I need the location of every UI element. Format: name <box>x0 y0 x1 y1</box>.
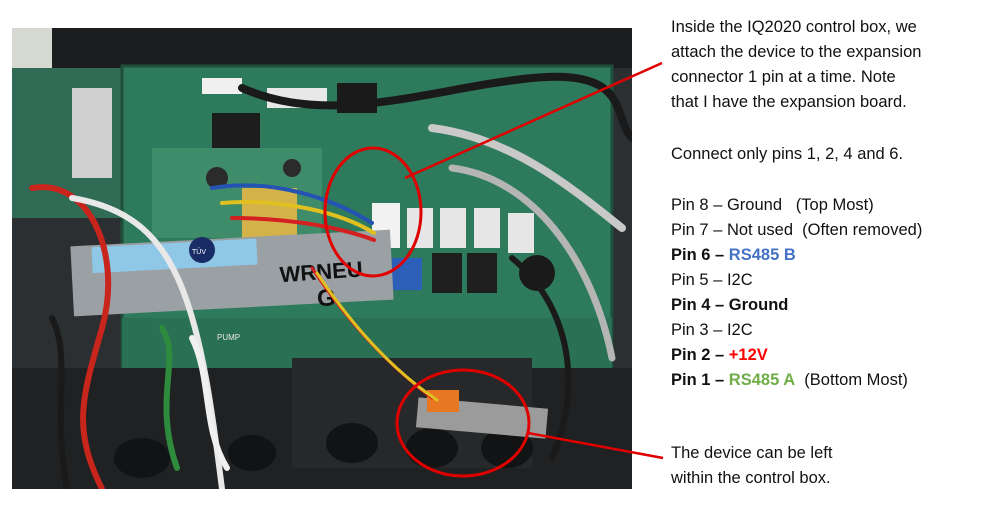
pin-row-8: Pin 8 – Ground (Top Most) <box>671 193 922 218</box>
relay-2 <box>467 253 497 293</box>
pin-label: Pin 4 <box>671 296 711 314</box>
intro-line: that I have the expansion board. <box>671 93 907 111</box>
pin-dash: – <box>710 296 729 314</box>
pin-signal: Ground <box>726 196 783 214</box>
knockout-4 <box>114 438 170 478</box>
header-top-2 <box>202 78 242 94</box>
knockout-5 <box>228 435 276 471</box>
chip-1 <box>212 113 260 153</box>
pin-row-6: Pin 6 – RS485 B <box>671 243 922 268</box>
capacitor-2 <box>283 159 301 177</box>
relay-blue <box>392 258 422 290</box>
footer-note: The device can be left within the contro… <box>671 441 832 491</box>
housing-top-rim <box>12 28 632 68</box>
pin-signal: I2C <box>726 321 753 339</box>
pin-label: Pin 3 <box>671 321 709 339</box>
wire-green-1 <box>159 325 180 471</box>
pin-list: Pin 8 – Ground (Top Most) Pin 7 – Not us… <box>671 193 922 393</box>
pin-dash: – <box>708 271 727 289</box>
capacitor-1 <box>206 167 228 189</box>
pin-row-7: Pin 7 – Not used (Often removed) <box>671 218 922 243</box>
pin-signal: RS485 A <box>728 371 796 389</box>
footer-line: within the control box. <box>671 469 831 487</box>
pin-label: Pin 2 <box>671 346 711 364</box>
connect-note: Connect only pins 1, 2, 4 and 6. <box>671 145 904 163</box>
intro-line: connector 1 pin at a time. Note <box>671 68 896 86</box>
wire-black-1 <box>49 315 70 489</box>
pin-signal: Ground <box>728 296 789 314</box>
pin-row-5: Pin 5 – I2C <box>671 268 922 293</box>
pin-note: (Bottom Most) <box>795 371 908 389</box>
connector-2 <box>407 208 433 248</box>
knockout-1 <box>326 423 378 463</box>
pin-label: Pin 5 <box>671 271 709 289</box>
pin-dash: – <box>710 246 729 264</box>
connector-4 <box>474 208 500 248</box>
device-terminal-block <box>427 390 459 412</box>
footer-line: The device can be left <box>671 444 833 462</box>
pin-signal: I2C <box>726 271 753 289</box>
intro-text: Inside the IQ2020 control box, we attach… <box>671 15 921 115</box>
left-ribbon-connector <box>72 88 112 178</box>
tuv-badge <box>189 237 215 263</box>
blue-label-sticker <box>91 238 258 274</box>
wire-black-right <box>509 255 572 461</box>
knockout-2 <box>406 428 458 468</box>
intro-line: attach the device to the expansion <box>671 43 922 61</box>
relay-1 <box>432 253 462 293</box>
control-box-illustration: TÜV WRNEU G PUMP <box>12 28 632 489</box>
pin-dash: – <box>708 196 727 214</box>
pin-signal: +12V <box>728 346 768 364</box>
pin-row-2: Pin 2 – +12V <box>671 343 922 368</box>
pin-row-3: Pin 3 – I2C <box>671 318 922 343</box>
transformer <box>242 188 297 238</box>
pin-label: Pin 6 <box>671 246 711 264</box>
connector-5 <box>508 213 534 253</box>
pin-signal: RS485 B <box>728 246 796 264</box>
pump-label: PUMP <box>217 333 240 342</box>
tuv-badge-text: TÜV <box>192 248 206 256</box>
pin-dash: – <box>710 346 729 364</box>
pin-row-4: Pin 4 – Ground <box>671 293 922 318</box>
pin-label: Pin 1 <box>671 371 711 389</box>
intro-line: Inside the IQ2020 control box, we <box>671 18 917 36</box>
pin-dash: – <box>710 371 729 389</box>
pin-row-1: Pin 1 – RS485 A (Bottom Most) <box>671 368 922 393</box>
wire-white-2 <box>189 335 230 471</box>
control-box-photo: TÜV WRNEU G PUMP <box>12 28 632 489</box>
battery-holder <box>519 255 555 291</box>
pin-note: (Often removed) <box>793 221 923 239</box>
pin-dash: – <box>708 321 727 339</box>
pin-signal: Not used <box>726 221 794 239</box>
connector-3 <box>440 208 466 248</box>
pin-dash: – <box>708 221 727 239</box>
pin-note: (Top Most) <box>782 196 874 214</box>
pin-label: Pin 7 <box>671 221 709 239</box>
pin-label: Pin 8 <box>671 196 709 214</box>
